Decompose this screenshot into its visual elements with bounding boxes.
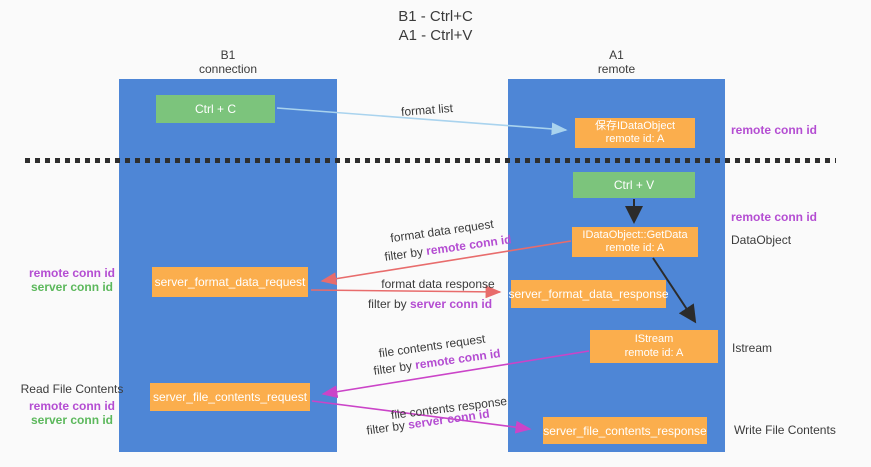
title-line-2: A1 - Ctrl+V bbox=[398, 27, 473, 44]
lane-b1-subtitle: connection bbox=[198, 62, 258, 76]
node-ctrl-c: Ctrl + C bbox=[156, 95, 275, 123]
edge-label-format-list: format list bbox=[401, 101, 454, 119]
node-server-file-contents-response: server_file_contents_response bbox=[543, 417, 707, 444]
node-server-format-data-request-label: server_format_data_request bbox=[154, 275, 306, 289]
edge-label-format-list-text: format list bbox=[400, 100, 454, 120]
filter-by-prefix: filter by bbox=[372, 358, 417, 378]
lane-a1-title: A1 bbox=[609, 48, 624, 62]
diagram-title: B1 - Ctrl+C A1 - Ctrl+V bbox=[0, 7, 871, 45]
annotation-remote-conn-id-top: remote conn id bbox=[731, 123, 818, 137]
node-getdata-line2: remote id: A bbox=[605, 242, 665, 254]
lane-b1-title: B1 bbox=[220, 48, 236, 62]
annotation-left-format-ids: remote conn id server conn id bbox=[17, 266, 127, 294]
edge-label-format-data-response-text: format data response bbox=[381, 277, 495, 291]
node-save-idataobject-line2: remote id: A bbox=[605, 133, 665, 145]
node-istream: IStream remote id: A bbox=[590, 330, 718, 363]
node-getdata-line1: IDataObject::GetData bbox=[582, 228, 688, 241]
filter-by-prefix: filter by bbox=[383, 244, 428, 264]
node-ctrl-v-label: Ctrl + V bbox=[613, 178, 655, 192]
node-save-idataobject: 保存IDataObject remote id: A bbox=[575, 118, 695, 148]
node-server-format-data-request: server_format_data_request bbox=[152, 267, 308, 297]
node-istream-line1: IStream bbox=[634, 333, 674, 345]
edge-label-format-data-response: format data response bbox=[381, 277, 494, 291]
node-ctrl-v: Ctrl + V bbox=[573, 172, 695, 198]
node-server-file-contents-response-label: server_file_contents_response bbox=[543, 423, 707, 438]
node-istream-line2: remote id: A bbox=[624, 346, 684, 359]
node-server-format-data-response: server_format_data_response bbox=[508, 280, 669, 308]
node-idataobject-getdata: IDataObject::GetData remote id: A bbox=[572, 227, 698, 257]
annotation-read-file-contents: Read File Contents bbox=[20, 382, 124, 396]
node-server-format-data-response-label: server_format_data_response bbox=[508, 287, 669, 301]
annotation-left-file-ids: Read File Contents remote conn id server… bbox=[17, 382, 127, 427]
node-server-file-contents-request-label: server_file_contents_request bbox=[152, 390, 308, 404]
lane-header-a1: A1 remote bbox=[508, 48, 725, 76]
annotation-server-conn-id: server conn id bbox=[30, 413, 114, 427]
node-server-file-contents-request: server_file_contents_request bbox=[150, 383, 310, 411]
node-save-idataobject-line1: 保存IDataObject bbox=[594, 119, 676, 132]
annotation-remote-conn-id-mid: remote conn id bbox=[731, 210, 818, 224]
annotation-remote-conn-id: remote conn id bbox=[28, 399, 115, 413]
node-ctrl-c-label: Ctrl + C bbox=[194, 102, 236, 116]
session-divider-dashed-line bbox=[25, 158, 836, 163]
lane-a1-subtitle: remote bbox=[597, 62, 636, 76]
annotation-dataobject: DataObject bbox=[731, 233, 792, 247]
annotation-istream: Istream bbox=[732, 341, 773, 355]
filter-by-prefix: filter by bbox=[365, 417, 410, 438]
filter-key-server-conn-id: server conn id bbox=[409, 297, 493, 311]
lane-header-b1: B1 connection bbox=[119, 48, 337, 76]
annotation-server-conn-id: server conn id bbox=[30, 280, 114, 294]
edge-label-format-data-response-filter: filter by server conn id bbox=[368, 297, 492, 311]
annotation-remote-conn-id: remote conn id bbox=[28, 266, 115, 280]
filter-by-prefix: filter by bbox=[367, 297, 410, 311]
annotation-write-file-contents: Write File Contents bbox=[734, 423, 836, 437]
title-line-1: B1 - Ctrl+C bbox=[398, 8, 473, 25]
